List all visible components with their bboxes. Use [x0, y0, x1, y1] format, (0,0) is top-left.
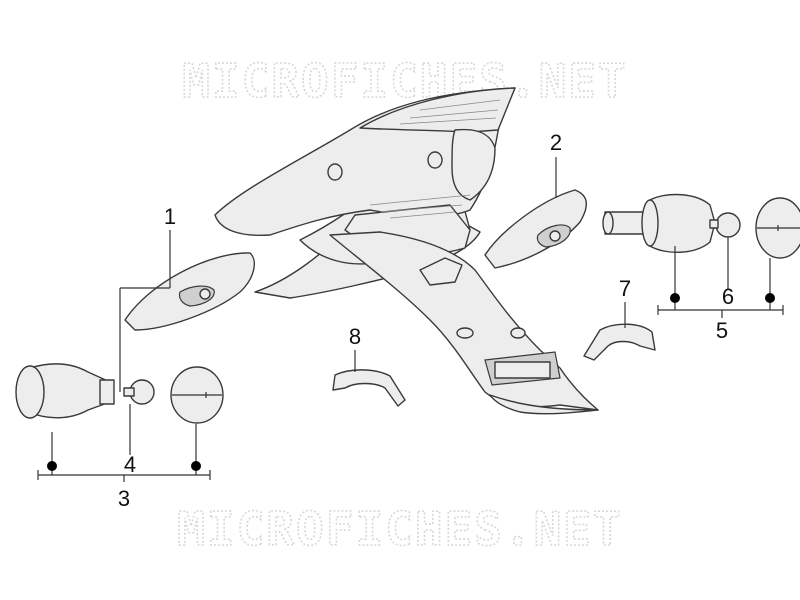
rear-fender-assembly [214, 87, 599, 415]
left-bulb-group [15, 363, 224, 424]
watermark-bottom: MICROFICHES.NET [177, 502, 622, 556]
callout-3: 3 [118, 486, 130, 511]
right-bulb-group [602, 193, 800, 259]
connector-dot [47, 461, 57, 471]
connector-dot [670, 293, 680, 303]
connector-dot [765, 293, 775, 303]
callout-7: 7 [619, 276, 631, 301]
callout-1: 1 [164, 204, 176, 229]
right-side-lens [484, 189, 587, 269]
callout-5: 5 [716, 318, 728, 343]
clip-part-8 [332, 369, 406, 407]
left-side-lens [124, 252, 256, 331]
callout-2: 2 [550, 130, 562, 155]
watermark-top: MICROFICHES.NET [182, 54, 627, 108]
callout-8: 8 [349, 324, 361, 349]
callout-4: 4 [124, 452, 136, 477]
connector-dot [191, 461, 201, 471]
callout-6: 6 [722, 284, 734, 309]
clip-part-7 [583, 323, 656, 361]
